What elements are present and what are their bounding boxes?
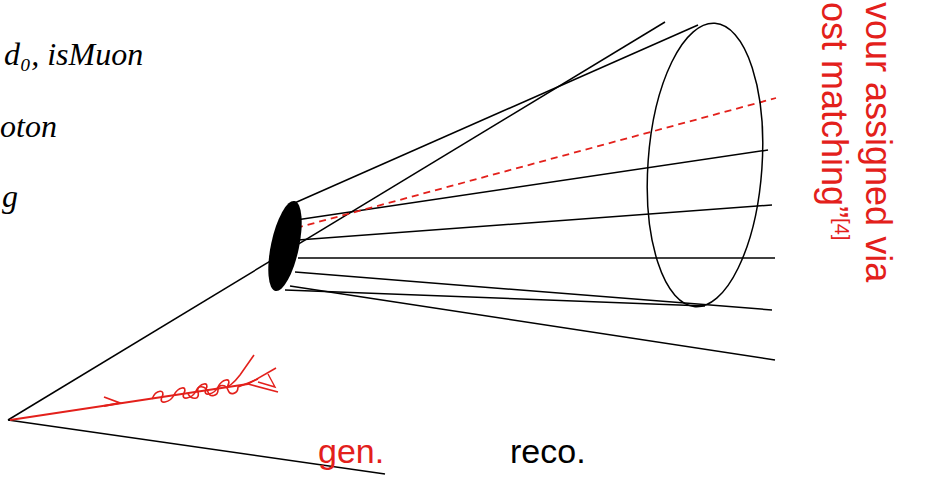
ghost-line (296, 98, 776, 228)
level-label: reco. (510, 434, 586, 468)
level-label: gen. (318, 434, 384, 468)
parton-line (10, 384, 248, 420)
reco-track (298, 257, 775, 259)
gluon (188, 379, 258, 398)
reco-track (295, 272, 772, 310)
reco-track (290, 286, 775, 360)
cone-edge (285, 290, 705, 306)
hadronisation-blob (262, 198, 309, 294)
gluon (152, 355, 254, 402)
cone-mouth (638, 19, 772, 310)
variable-list: oton (0, 110, 57, 142)
cone-edge (8, 22, 665, 420)
annotation-line: ost matching”[4] (816, 2, 852, 240)
annotation-text: vour assigned via (860, 2, 896, 282)
reco-track (290, 25, 698, 205)
reco-track (298, 205, 772, 240)
variable-list: d₀, isMuon (4, 38, 143, 70)
variable-list: g (2, 180, 18, 212)
citation-number: [4] (831, 218, 853, 240)
annotation-text: ost matching” (814, 2, 855, 218)
cone-edge (8, 420, 385, 474)
parton-arrow (104, 397, 120, 406)
quark-arrow (258, 374, 275, 387)
